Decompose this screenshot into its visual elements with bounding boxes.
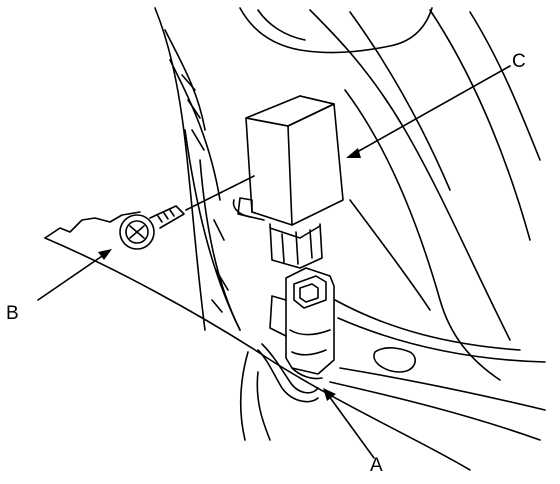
connector-unit bbox=[269, 267, 335, 380]
arrowheads bbox=[98, 148, 361, 401]
leader-lines bbox=[37, 65, 511, 459]
callout-label-a: A bbox=[370, 455, 383, 476]
arrowhead-c bbox=[346, 148, 361, 158]
callout-label-c: C bbox=[512, 51, 526, 72]
arrowhead-b bbox=[98, 249, 112, 260]
leader-b bbox=[37, 251, 109, 301]
panel-edge bbox=[44, 211, 471, 471]
callout-label-b: B bbox=[6, 303, 19, 324]
module-unit bbox=[232, 95, 344, 269]
leader-a bbox=[325, 391, 375, 459]
wire-harness bbox=[257, 343, 319, 403]
bolt-axis-line bbox=[185, 175, 255, 211]
leader-c bbox=[349, 65, 511, 157]
bolt-unit bbox=[119, 205, 185, 250]
arrowhead-a bbox=[323, 388, 336, 401]
body-panel-lines bbox=[154, 7, 546, 441]
